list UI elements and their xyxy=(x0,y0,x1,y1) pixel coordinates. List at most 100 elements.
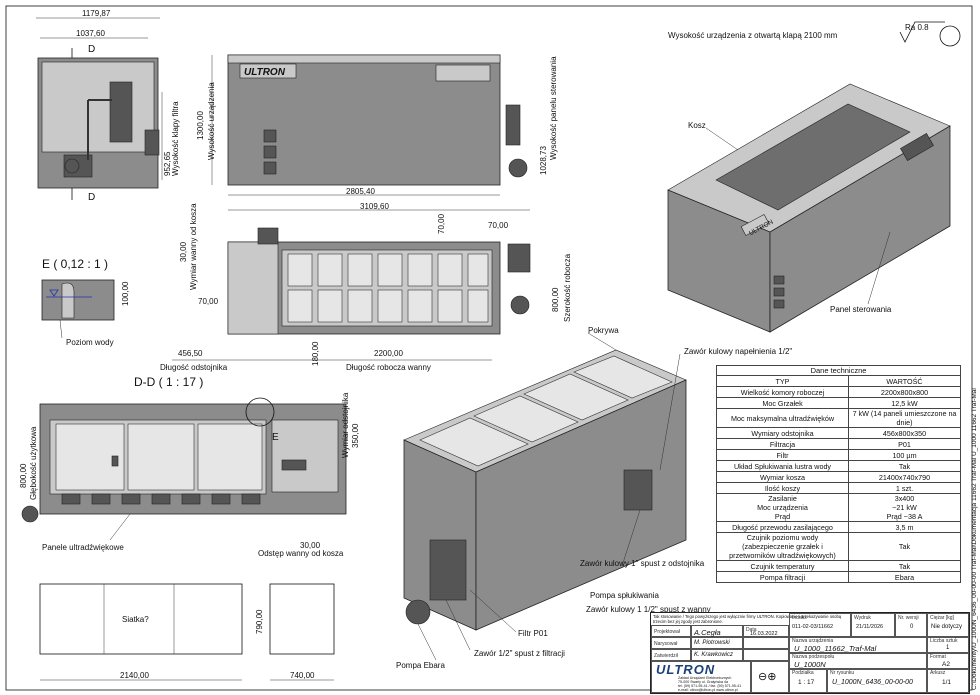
tb-printed: 21/11/2026 xyxy=(856,624,884,630)
tech-row-value: Tak xyxy=(848,560,961,572)
tech-row-label: Układ Spłukiwania lustra wody xyxy=(716,460,849,472)
detail-e: E ( 0,12 : 1 ) 100,00 Poziom wody xyxy=(41,257,130,347)
dim-filter-height: 952,65 xyxy=(163,151,172,176)
roughness-symbol: Ra 0.8 xyxy=(899,21,961,47)
tb-weight: Nie dotyczy xyxy=(931,624,963,630)
front-view: 1300,00 Wysokość urządzenia ULTRON 2805,… xyxy=(196,54,558,211)
tb-logo: ULTRON xyxy=(656,662,716,677)
dim-top-rinse: 456,50 xyxy=(178,349,203,358)
tb-narysowal: M. Piotrowski xyxy=(694,640,730,646)
dim-side-inner: 1037,60 xyxy=(76,29,105,38)
tb-date: 16.03.2022 xyxy=(750,631,778,637)
tech-row-value: Ebara xyxy=(848,571,961,583)
section-dd-title: D-D ( 1 : 17 ) xyxy=(134,375,203,389)
panel-height-label: Wysokość panelu sterowania xyxy=(549,56,558,160)
tech-table-caption: Dane techniczne xyxy=(716,365,961,375)
callout-zawor-half: Zawór 1/2" spust z filtracji xyxy=(474,649,565,658)
dim-top-30: 30,00 xyxy=(179,241,188,262)
dd-800-label: Głębokość użytkowa xyxy=(29,426,38,500)
tech-row-value: 2200x800x800 xyxy=(848,386,961,398)
ultrasonic-panels xyxy=(61,493,261,505)
callout-pompa-splu: Pompa spłukiwania xyxy=(590,591,659,600)
tb-pieces: 1 xyxy=(946,645,950,651)
callout-zawor-15: Zawór kulowy 1 1/2" spust z wanny xyxy=(586,605,711,614)
dim-basket-h: 790,00 xyxy=(255,609,264,634)
dim-top-2200: 2200,00 xyxy=(374,349,403,358)
basket-label: Siatka? xyxy=(122,615,149,624)
tech-row-value: 100 µm xyxy=(848,449,961,461)
dim-top-width: 800,00 xyxy=(551,287,560,312)
tech-row-value: 21400x740x790 xyxy=(848,471,961,483)
callout-kosz: Kosz xyxy=(688,121,706,130)
front-logo: ULTRON xyxy=(244,67,286,78)
tb-zatwierdzil: K. Krawkowicz xyxy=(694,652,734,658)
dd-panels-label: Panele ultradźwiękowe xyxy=(42,543,124,552)
dim-dd-350: 350,00 xyxy=(351,423,360,448)
dim-dd-30: 30,00 xyxy=(300,541,321,550)
top-30-label: Wymiar wanny od kosza xyxy=(189,203,198,290)
title-block: Tak stosowanie / Tego powyższego jest wy… xyxy=(650,612,970,694)
tech-head-val: WARTOŚĆ xyxy=(848,375,961,387)
top-width-label: Szerokość robocza xyxy=(563,253,572,322)
sheet-frame xyxy=(5,5,973,691)
dim-top-70a: 70,00 xyxy=(437,213,446,234)
tb-projektowal: A.Cegła xyxy=(694,628,721,637)
section-mark-top: D xyxy=(88,44,95,55)
tb-address: 75-000 Swarly ul. Grałyńska 4a xyxy=(678,680,728,684)
water-level-label: Poziom wody xyxy=(66,338,114,347)
tech-row-value: 12,5 kW xyxy=(848,397,961,409)
top-rinse-label: Długość odstojnika xyxy=(160,363,228,372)
dd-30-label: Odstęp wanny od kosza xyxy=(258,549,344,558)
dim-front-total: 3109,60 xyxy=(360,202,389,211)
front-height-label: Wysokość urządzenia xyxy=(207,82,216,160)
side-view: 1179,87 1037,60 D 952,65 Wysokość klapy … xyxy=(36,9,180,203)
tech-row-label: Wymiar kosza xyxy=(716,471,849,483)
tech-row-value: 3x400 ~21 kW Prąd ~38 A xyxy=(848,493,961,522)
tech-row: Czujnik poziomu wody (zabezpieczenie grz… xyxy=(716,532,961,561)
top-2200-label: Długość robocza wanny xyxy=(346,363,431,372)
tech-row-label: Ilość koszy xyxy=(716,482,849,494)
section-dd: D-D ( 1 : 17 ) E 800,00 Głębokość użytko… xyxy=(19,375,360,558)
tech-row-label: Czujnik poziomu wody (zabezpieczenie grz… xyxy=(716,532,849,561)
callout-zawor-napel: Zawór kulowy napełnienia 1/2" xyxy=(684,347,792,356)
dim-front-inner: 2805,40 xyxy=(346,187,375,196)
tb-format: A2 xyxy=(942,661,950,668)
callout-filtr: Filtr P01 xyxy=(518,629,548,638)
tech-row-value: 1 szt. xyxy=(848,482,961,494)
tech-row-label: Filtracja xyxy=(716,438,849,450)
section-mark-bottom: D xyxy=(88,192,95,203)
tech-row-label: Zasilanie Moc urządzenia Prąd xyxy=(716,493,849,522)
tech-row-label: Moc maksymalna ultradźwięków xyxy=(716,408,849,428)
detail-e-circle xyxy=(245,397,275,427)
tech-header-row: TYP WARTOŚĆ xyxy=(716,375,961,387)
tb-sheet: 1/1 xyxy=(942,679,952,686)
tb-version: 0 xyxy=(910,624,914,630)
filter-height-label: Wysokość klapy filtra xyxy=(171,101,180,176)
tech-row-label: Wymiary odstojnika xyxy=(716,427,849,439)
tech-row-value: 3,5 m xyxy=(848,521,961,533)
iso-view-closed: Pokrywa Zawór kulowy napełnienia 1/2" Za… xyxy=(396,326,792,670)
tb-scale: 1 : 17 xyxy=(798,679,815,686)
tech-row-value: 7 kW (14 paneli umieszczone na dnie) xyxy=(848,408,961,428)
tech-row-label: Moc Grzałek xyxy=(716,397,849,409)
dim-basket-w: 740,00 xyxy=(290,671,315,680)
tech-data-table: Dane techniczne TYP WARTOŚĆ Wielkość kom… xyxy=(716,365,961,583)
dim-top-180: 180,00 xyxy=(311,341,320,366)
detail-e-title: E ( 0,12 : 1 ) xyxy=(42,257,108,271)
tech-head-type: TYP xyxy=(716,375,849,387)
dim-panel-height: 1028,73 xyxy=(539,146,548,175)
top-view: 30,00 Wymiar wanny od kosza 70,00 70,00 … xyxy=(160,203,572,372)
dim-dd-800: 800,00 xyxy=(19,463,28,488)
tech-row-value: Tak xyxy=(848,460,961,472)
dd-350-label: Wymiar odstojnika xyxy=(341,392,350,458)
tech-row-value: P01 xyxy=(848,438,961,450)
dim-front-height: 1300,00 xyxy=(196,111,205,140)
